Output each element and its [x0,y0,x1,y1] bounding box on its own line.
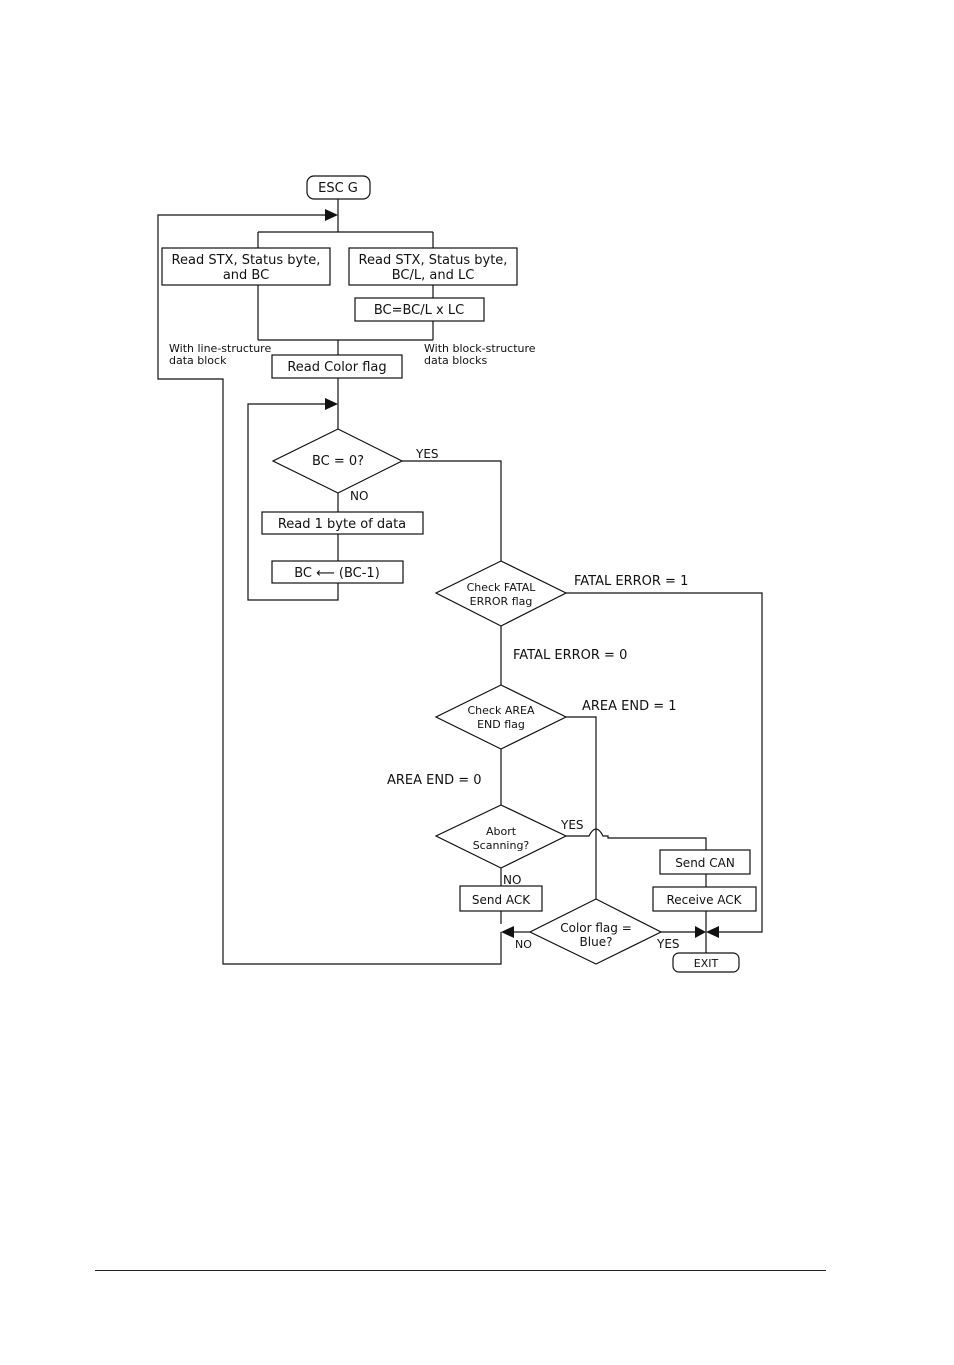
edge-label-abort-yes: YES [560,818,584,832]
node-send-can: Send CAN [659,849,751,875]
node-color-blue-line1: Color flag = [560,921,632,935]
node-send-can-label: Send CAN [675,856,735,870]
edge-label-area-end-1: AREA END = 1 [582,699,677,714]
arrow-head [325,209,338,221]
edge-label-blue-no: NO [515,938,532,951]
node-check-area-end: Check AREA END flag [434,684,568,750]
connectors [157,199,763,965]
node-check-fatal-line1: Check FATAL [467,581,537,594]
edge-label-block-structure-2: data blocks [424,354,487,367]
arrowheads [325,209,719,938]
arrow-head [706,926,719,938]
node-abort-scanning-line2: Scanning? [473,839,530,852]
node-receive-ack-label: Receive ACK [666,893,742,907]
node-bc-calc: BC=BC/L x LC [354,297,485,322]
node-check-fatal: Check FATAL ERROR flag [434,560,568,627]
arrow-head [501,926,514,938]
node-bc-decrement-label: BC ⟵ (BC-1) [294,566,380,581]
node-abort-scanning: Abort Scanning? [434,804,568,869]
node-check-fatal-line2: ERROR flag [470,595,533,608]
edge-label-fatal-0: FATAL ERROR = 0 [513,648,627,663]
node-bc-zero: BC = 0? [271,428,404,494]
node-exit-label: EXIT [694,957,719,970]
node-bc-calc-label: BC=BC/L x LC [374,303,464,318]
node-check-area-end-line1: Check AREA [468,704,535,717]
edge-label-line-structure-1: With line-structure [169,342,271,355]
node-read-bcl-lc: Read STX, Status byte, BC/L, and LC [348,247,518,286]
node-send-ack: Send ACK [459,885,543,912]
edge-label-fatal-1: FATAL ERROR = 1 [574,574,688,589]
node-read-byte: Read 1 byte of data [261,511,424,535]
node-send-ack-label: Send ACK [472,893,531,907]
node-exit: EXIT [672,952,740,973]
node-read-bc-line2: and BC [223,268,269,283]
node-esc-g-label: ESC G [318,181,358,196]
node-read-bc-line1: Read STX, Status byte, [172,253,321,268]
node-abort-scanning-line1: Abort [486,825,517,838]
edge-label-blue-yes: YES [656,937,680,951]
node-read-color-flag-label: Read Color flag [287,360,386,375]
edge-label-block-structure-1: With block-structure [424,342,536,355]
footer-rule [95,1270,826,1271]
node-read-color-flag: Read Color flag [271,354,403,379]
node-bc-zero-label: BC = 0? [312,454,364,469]
edge-label-bc-no: NO [350,489,368,503]
node-read-bcl-lc-line1: Read STX, Status byte, [359,253,508,268]
edge-label-abort-no: NO [503,873,521,887]
node-receive-ack: Receive ACK [652,886,757,912]
edge-label-area-end-0: AREA END = 0 [387,773,482,788]
edge-label-line-structure-2: data block [169,354,227,367]
node-esc-g: ESC G [306,175,371,200]
node-read-byte-label: Read 1 byte of data [278,517,406,532]
node-read-bcl-lc-line2: BC/L, and LC [392,268,475,283]
node-bc-decrement: BC ⟵ (BC-1) [271,560,404,584]
node-read-bc: Read STX, Status byte, and BC [161,247,331,286]
node-color-blue: Color flag = Blue? [528,898,663,965]
arrow-head [695,926,706,938]
node-check-area-end-line2: END flag [477,718,525,731]
edge-label-bc-yes: YES [415,447,439,461]
node-color-blue-line2: Blue? [580,935,613,949]
arrow-head [325,398,338,410]
